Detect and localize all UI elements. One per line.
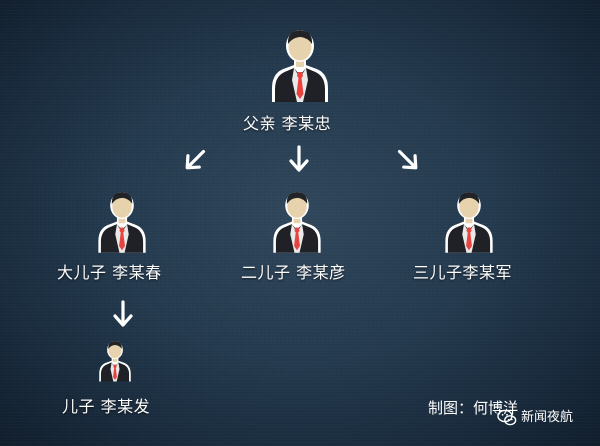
grandson-label: 儿子 李某发	[62, 397, 151, 416]
watermark-label: 新闻夜航	[521, 410, 574, 425]
eldest-son-person-icon	[95, 185, 149, 253]
father-label: 父亲 李某忠	[243, 114, 332, 133]
grandson-person-icon	[97, 335, 133, 383]
arrow-to-second-son-icon	[284, 141, 314, 177]
arrow-to-third-son-icon	[393, 145, 423, 175]
father-person-icon	[268, 22, 332, 102]
credit-label: 制图：何博洋	[428, 399, 519, 417]
third-son-person-icon	[442, 185, 496, 253]
wechat-icon	[497, 409, 517, 427]
eldest-son-label: 大儿子 李某春	[57, 263, 162, 282]
third-son-label: 三儿子李某军	[413, 263, 513, 282]
watermark: 新闻夜航	[497, 409, 573, 427]
arrow-to-eldest-son-icon	[180, 145, 210, 175]
arrow-to-grandson-icon	[108, 296, 138, 332]
second-son-person-icon	[270, 185, 324, 253]
second-son-label: 二儿子 李某彦	[241, 263, 346, 282]
